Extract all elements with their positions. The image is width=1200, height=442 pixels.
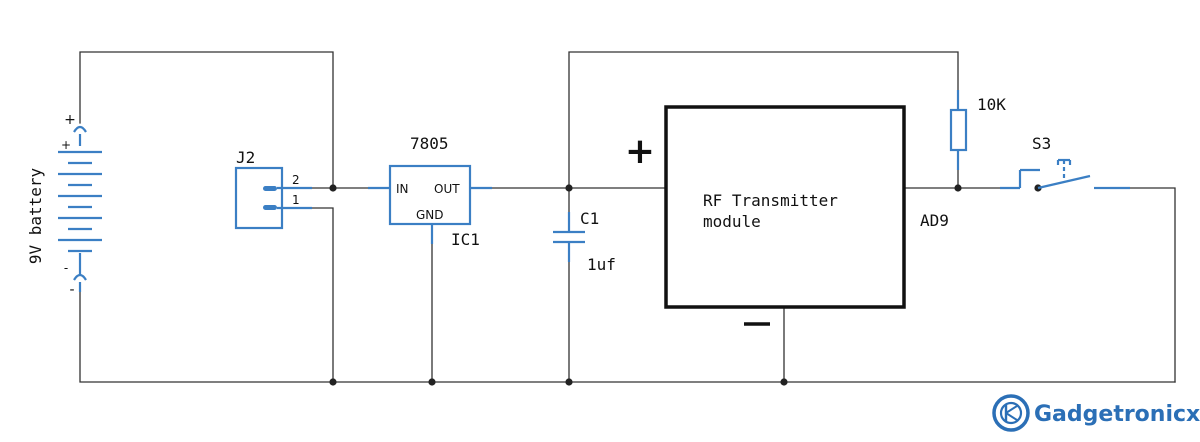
module-title-line1: RF Transmitter: [703, 191, 838, 210]
junction-dot: [428, 378, 436, 386]
resistor-10k: 10K: [949, 90, 1006, 170]
wire-top-left: [79, 51, 334, 189]
regulator-gnd-pin: GND: [416, 208, 444, 222]
wire-switch-right: [1129, 187, 1176, 383]
connector-pin2-label: 2: [292, 173, 300, 187]
junction-dot: [329, 184, 337, 192]
wire-top-loop: [568, 51, 959, 189]
battery-plus-sign-inner: +: [61, 138, 71, 152]
junctions: [329, 184, 1042, 386]
capacitor-ref: C1: [580, 209, 599, 228]
junction-dot: [565, 184, 573, 192]
pushbutton-switch-s3: S3: [1000, 134, 1130, 190]
brand-name: Gadgetronicx: [1034, 402, 1200, 427]
module-pin-label: AD9: [920, 211, 949, 230]
junction-dot: [565, 378, 573, 386]
regulator-out-pin: OUT: [434, 182, 460, 196]
wires: [79, 51, 1176, 383]
regulator-ref: IC1: [451, 230, 480, 249]
battery-label: 9V battery: [26, 167, 45, 264]
junction-dot: [954, 184, 962, 192]
wire-bottom-left: [79, 291, 334, 383]
resistor-value: 10K: [977, 95, 1006, 114]
brand-logo: Gadgetronicx: [992, 394, 1200, 432]
connector-j2: J2 2 1: [234, 148, 312, 230]
battery-minus-sign-outer: -: [69, 282, 74, 298]
junction-dot: [780, 378, 788, 386]
module-title-line2: module: [703, 212, 761, 231]
brand-logo-icon: [992, 394, 1030, 432]
wire-j2-pin1: [311, 207, 334, 383]
battery-symbol: + + - - 9V battery: [26, 112, 102, 298]
regulator-7805: 7805 IC1 IN OUT GND: [368, 134, 492, 249]
regulator-part-number: 7805: [410, 134, 449, 153]
battery-plus-sign: +: [64, 112, 76, 128]
connector-pin1-label: 1: [292, 193, 300, 207]
switch-ref: S3: [1032, 134, 1051, 153]
rf-transmitter-module: RF Transmitter module + AD9: [625, 105, 949, 326]
regulator-in-pin: IN: [396, 182, 409, 196]
capacitor-c1: C1 1uf: [553, 209, 616, 274]
connector-ref: J2: [236, 148, 255, 167]
battery-minus-sign: -: [64, 261, 68, 275]
junction-dot: [329, 378, 337, 386]
capacitor-value: 1uf: [587, 255, 616, 274]
module-box: [664, 105, 906, 309]
module-plus-sign: +: [625, 131, 655, 172]
